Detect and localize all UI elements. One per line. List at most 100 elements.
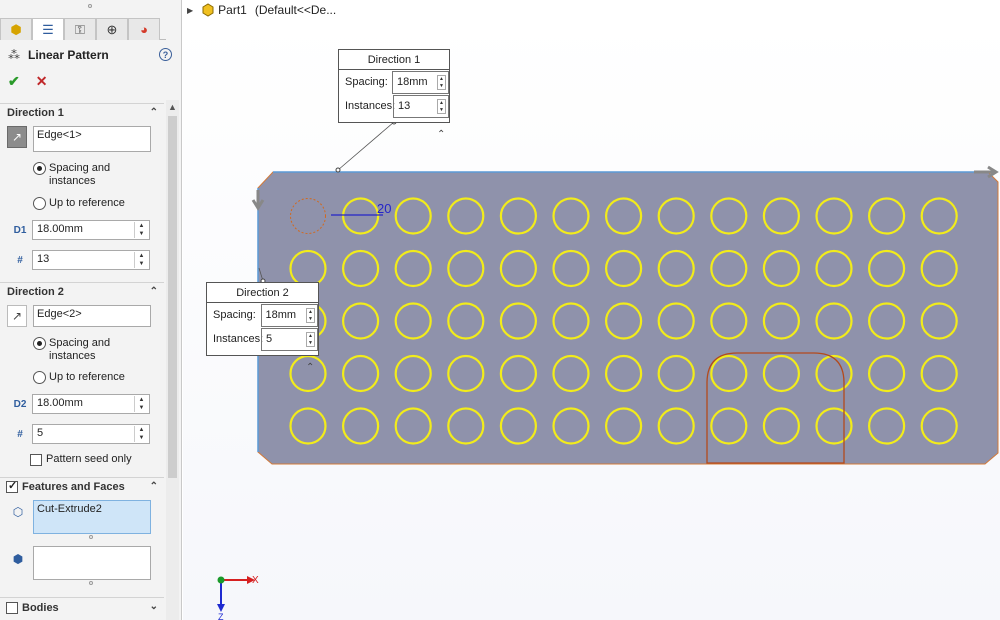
pattern-hole[interactable] xyxy=(867,249,906,288)
pattern-hole[interactable] xyxy=(815,249,853,288)
chevron-down-icon[interactable]: ⌄ xyxy=(149,601,158,612)
features-header[interactable]: Features and Faces ⌃ xyxy=(0,478,164,496)
pattern-hole[interactable] xyxy=(499,354,537,393)
direction2-reverse-icon[interactable]: ↗ xyxy=(7,305,27,327)
direction1-edge-field[interactable]: Edge<1> xyxy=(33,126,151,152)
pattern-hole[interactable] xyxy=(499,407,537,445)
panel-grip[interactable] xyxy=(88,4,92,8)
faces-list-box[interactable] xyxy=(33,546,151,580)
bodies-header[interactable]: Bodies ⌄ xyxy=(0,598,164,618)
pattern-hole[interactable] xyxy=(499,249,537,288)
pattern-hole[interactable] xyxy=(710,249,748,288)
pattern-hole[interactable] xyxy=(289,407,327,445)
pattern-hole[interactable] xyxy=(920,197,958,235)
direction1-spacing-radio[interactable]: Spacing and instances xyxy=(33,162,119,188)
resize-grip[interactable] xyxy=(89,535,93,539)
plate-body[interactable] xyxy=(257,171,999,465)
dimension-label[interactable]: 20 xyxy=(377,201,391,216)
chevron-up-icon[interactable]: ⌃ xyxy=(149,286,158,297)
direction2-spacing-input[interactable]: 18.00mm ▲▼ xyxy=(32,394,150,414)
stepper-arrows-icon[interactable]: ▲▼ xyxy=(134,222,148,238)
configuration-manager-tab[interactable]: ⚿ xyxy=(64,18,96,40)
direction1-spacing-input[interactable]: 18.00mm ▲▼ xyxy=(32,220,150,240)
pattern-hole[interactable] xyxy=(605,407,643,445)
pattern-hole[interactable] xyxy=(920,249,958,288)
chevron-up-icon[interactable]: ⌃ xyxy=(149,107,158,118)
scroll-up-icon[interactable]: ▲ xyxy=(168,102,177,112)
stepper-arrows-icon[interactable]: ▲▼ xyxy=(437,74,446,90)
pattern-hole[interactable] xyxy=(710,354,748,393)
pattern-hole[interactable] xyxy=(762,354,801,393)
direction1-header[interactable]: Direction 1 ⌃ xyxy=(0,104,164,122)
direction2-reference-radio[interactable]: Up to reference xyxy=(33,371,125,384)
pattern-hole[interactable] xyxy=(447,407,485,445)
pattern-hole[interactable] xyxy=(920,407,958,445)
pattern-hole[interactable] xyxy=(552,354,590,393)
cut-sketch-outline[interactable] xyxy=(706,352,845,464)
stepper-arrows-icon[interactable]: ▲▼ xyxy=(134,396,148,412)
chevron-up-icon[interactable]: ⌃ xyxy=(149,481,158,492)
pattern-hole[interactable] xyxy=(342,249,380,288)
direction2-arrow-icon[interactable] xyxy=(251,190,265,211)
resize-grip[interactable] xyxy=(89,581,93,585)
feature-manager-tab[interactable]: ⬢ xyxy=(0,18,32,40)
pattern-hole[interactable] xyxy=(289,354,327,393)
pattern-hole[interactable] xyxy=(447,354,485,393)
pattern-hole[interactable] xyxy=(710,197,748,235)
features-list-box[interactable]: Cut-Extrude2 xyxy=(33,500,151,534)
direction1-arrow-icon[interactable] xyxy=(974,165,999,179)
pattern-hole[interactable] xyxy=(710,302,748,340)
display-manager-tab[interactable]: ◕ xyxy=(128,18,160,40)
pattern-hole[interactable] xyxy=(394,249,432,288)
graphics-area[interactable]: ▶ Part1 (Default<<De... ◂ 20 xyxy=(183,0,1000,620)
panel-scrollbar[interactable]: ▲ xyxy=(166,100,179,620)
breadcrumb[interactable]: ▶ Part1 (Default<<De... xyxy=(187,3,336,17)
pattern-hole[interactable] xyxy=(710,407,748,445)
callout1-instances-input[interactable]: 13 ▲▼ xyxy=(393,94,449,118)
pattern-hole[interactable] xyxy=(605,197,643,235)
stepper-arrows-icon[interactable]: ▲▼ xyxy=(134,426,148,442)
pattern-hole[interactable] xyxy=(920,302,958,340)
pattern-hole[interactable] xyxy=(394,302,432,340)
pattern-hole[interactable] xyxy=(605,302,643,340)
direction2-header[interactable]: Direction 2 ⌃ xyxy=(0,283,164,301)
pattern-hole[interactable] xyxy=(552,407,590,445)
pattern-seed-only-checkbox[interactable]: Pattern seed only xyxy=(30,453,132,466)
callout2-instances-input[interactable]: 5 ▲▼ xyxy=(261,327,318,351)
pattern-hole[interactable] xyxy=(920,354,958,393)
pattern-hole[interactable] xyxy=(815,354,853,393)
pattern-hole[interactable] xyxy=(605,249,643,288)
cancel-x-icon[interactable]: ✕ xyxy=(35,73,48,89)
pattern-hole[interactable] xyxy=(815,197,853,235)
direction2-edge-field[interactable]: Edge<2> xyxy=(33,305,151,327)
pattern-hole[interactable] xyxy=(762,197,801,235)
pattern-hole[interactable] xyxy=(657,249,695,288)
pattern-hole[interactable] xyxy=(552,249,590,288)
pattern-hole[interactable] xyxy=(342,197,380,235)
pattern-hole[interactable] xyxy=(762,249,801,288)
pattern-hole[interactable] xyxy=(867,354,906,393)
pattern-hole[interactable] xyxy=(815,302,853,340)
pattern-hole[interactable] xyxy=(867,197,906,235)
stepper-arrows-icon[interactable]: ▲▼ xyxy=(437,98,446,114)
pattern-hole[interactable] xyxy=(447,302,485,340)
callout2-spacing-input[interactable]: 18mm ▲▼ xyxy=(260,303,318,327)
pattern-hole[interactable] xyxy=(499,302,537,340)
stepper-arrows-icon[interactable]: ▲▼ xyxy=(306,307,315,323)
pattern-hole[interactable] xyxy=(605,354,643,393)
direction2-instances-input[interactable]: 5 ▲▼ xyxy=(32,424,150,444)
direction2-spacing-radio[interactable]: Spacing and instances xyxy=(33,337,119,363)
direction1-instances-input[interactable]: 13 ▲▼ xyxy=(32,250,150,270)
pattern-hole[interactable] xyxy=(342,302,380,340)
callout2-collapse-icon[interactable]: ⌃ xyxy=(306,362,314,373)
pattern-hole[interactable] xyxy=(499,197,537,235)
scroll-thumb[interactable] xyxy=(168,116,177,478)
help-icon[interactable]: ? xyxy=(159,48,172,61)
direction1-callout[interactable]: Direction 1 Spacing: 18mm ▲▼ Instances: … xyxy=(338,49,450,123)
pattern-hole[interactable] xyxy=(394,354,432,393)
direction1-reverse-icon[interactable]: ↗ xyxy=(7,126,27,148)
pattern-hole[interactable] xyxy=(867,407,906,445)
pattern-hole[interactable] xyxy=(552,302,590,340)
pattern-hole[interactable] xyxy=(762,302,801,340)
pattern-hole[interactable] xyxy=(447,249,485,288)
